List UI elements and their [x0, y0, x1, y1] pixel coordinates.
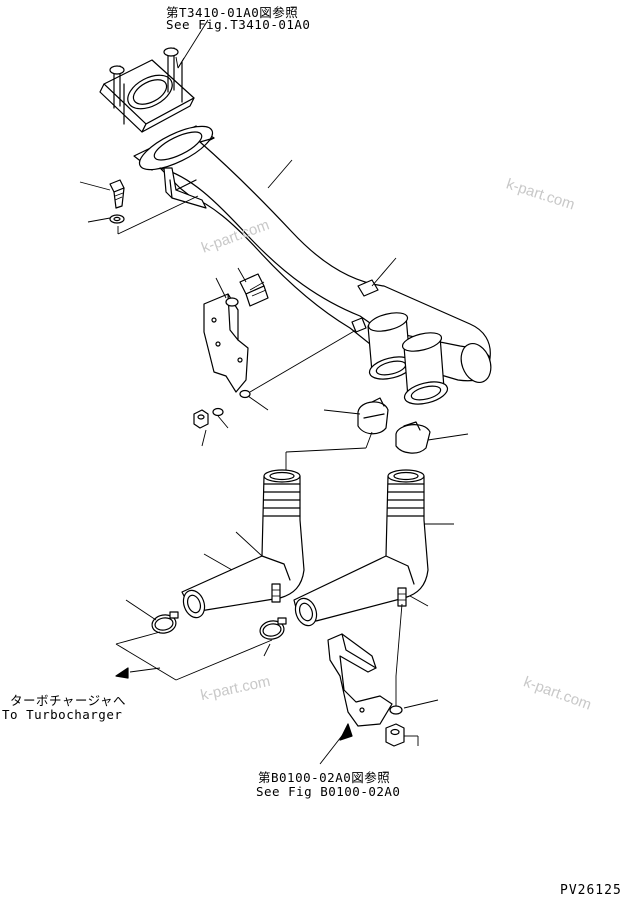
support-bracket	[203, 293, 249, 393]
nut-lower-right	[385, 723, 405, 747]
leader-lines	[79, 19, 469, 765]
washer-bracket	[239, 389, 251, 399]
part-code: PV26125	[560, 883, 622, 898]
right-hose-fitting	[397, 587, 407, 607]
washer-upper	[109, 214, 125, 224]
main-exhaust-pipe	[133, 125, 492, 383]
nut-lower-left	[193, 409, 209, 429]
washer-lower-right	[389, 705, 403, 715]
hose-clamp-right	[259, 617, 287, 640]
top-reference-en: See Fig.T3410-01A0	[166, 17, 311, 32]
right-flex-hose	[293, 469, 429, 627]
bottom-reference-jp: 第B0100-02A0図参照	[258, 770, 391, 785]
left-hose-fitting	[271, 583, 281, 603]
upper-flange-assembly	[99, 47, 195, 133]
turbo-label-en: To Turbocharger	[2, 707, 123, 722]
bolt-middle	[239, 273, 269, 307]
washer-middle	[225, 297, 239, 307]
hose-clamp-left	[151, 611, 179, 634]
bottom-reference-en: See Fig B0100-02A0	[256, 784, 401, 799]
bolt-upper	[109, 179, 125, 209]
left-flex-hose	[181, 469, 305, 619]
clamp-upper-left	[357, 397, 389, 435]
washer-lower-left	[212, 407, 224, 417]
turbo-label-jp: ターボチャージャへ	[10, 693, 127, 708]
twin-outlet-tubes	[367, 312, 449, 405]
lower-mounting-bracket	[327, 633, 393, 727]
clamp-upper-right	[395, 421, 431, 454]
connection-lines	[115, 195, 403, 706]
top-reference-jp: 第T3410-01A0図参照	[166, 5, 299, 20]
